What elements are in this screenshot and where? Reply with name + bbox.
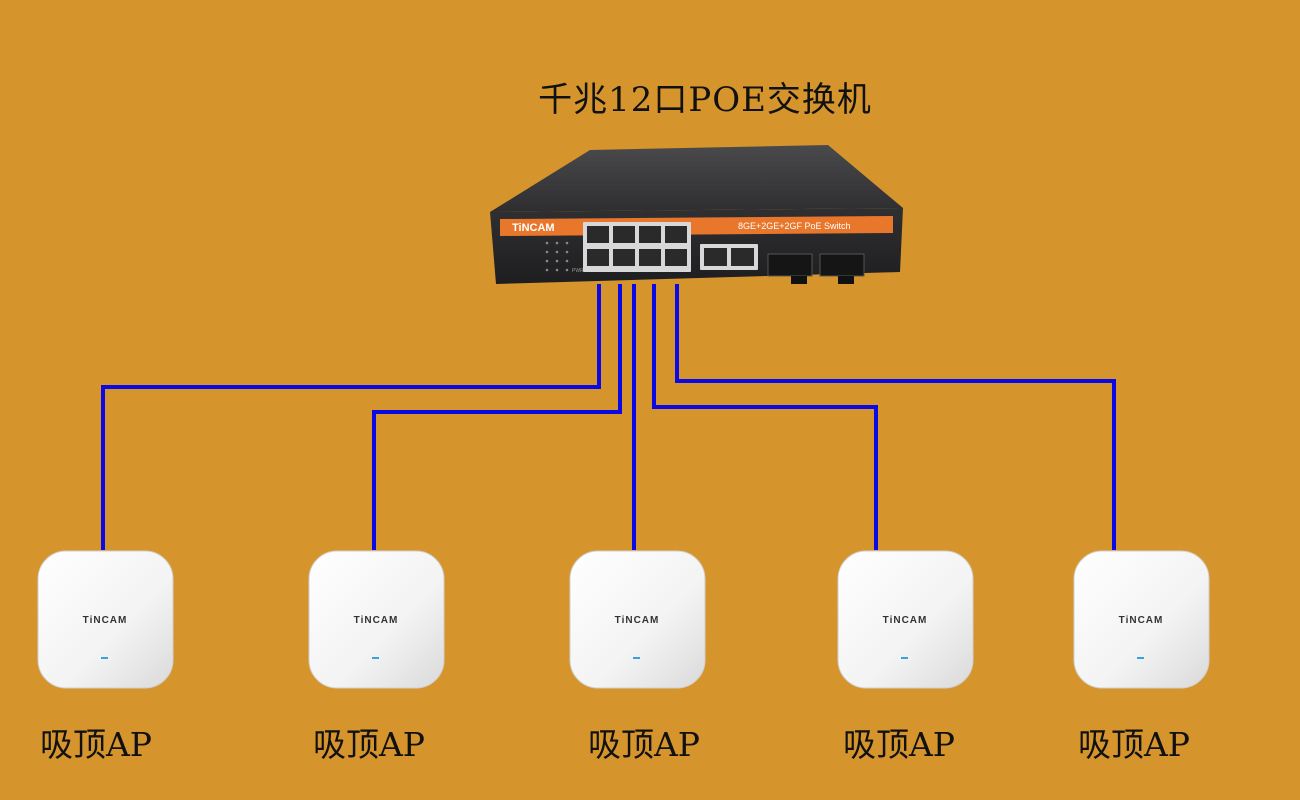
ap-led-2: [372, 657, 379, 659]
cable-to-ap-5: [675, 284, 1116, 550]
ap-led-1: [101, 657, 108, 659]
switch-pwr-label: PWR: [572, 268, 584, 274]
switch-led-panel: [545, 241, 569, 272]
switch-model-label: 8GE+2GE+2GF PoE Switch: [738, 221, 851, 231]
poe-port-6: [613, 249, 635, 266]
poe-port-block: [583, 222, 691, 272]
ap-label-4: 吸顶AP: [842, 725, 956, 764]
sfp-port-2: [819, 253, 865, 277]
poe-port-8: [665, 249, 687, 266]
switch-top: [490, 145, 903, 212]
cable-to-ap-4: [652, 284, 878, 550]
access-point-5: TiNCAM: [1073, 550, 1210, 689]
uplink-port-1: [704, 248, 727, 266]
ap-label-1: 吸顶AP: [39, 725, 153, 764]
sfp-port-block: [767, 253, 865, 284]
poe-port-7: [639, 249, 661, 266]
ap-label-5: 吸顶AP: [1077, 725, 1191, 764]
ap-brand-4: TiNCAM: [883, 615, 928, 626]
sfp-port-1: [767, 253, 813, 277]
cable-to-ap-2: [372, 284, 622, 550]
diagram-title: 千兆12口POE交换机: [538, 80, 872, 120]
poe-port-5: [587, 249, 609, 266]
ap-led-4: [901, 657, 908, 659]
access-point-1: TiNCAM: [37, 550, 174, 689]
ap-label-3: 吸顶AP: [587, 725, 701, 764]
ap-brand-3: TiNCAM: [615, 615, 660, 626]
access-point-3: TiNCAM: [569, 550, 706, 689]
poe-port-4: [665, 226, 687, 243]
ap-brand-1: TiNCAM: [83, 615, 128, 626]
cable-to-ap-1: [101, 284, 601, 550]
poe-port-1: [587, 226, 609, 243]
ap-led-5: [1137, 657, 1144, 659]
ap-brand-2: TiNCAM: [354, 615, 399, 626]
access-point-4: TiNCAM: [837, 550, 974, 689]
poe-port-2: [613, 226, 635, 243]
switch-brand: TiNCAM: [512, 222, 555, 234]
ap-brand-5: TiNCAM: [1119, 615, 1164, 626]
ap-led-3: [633, 657, 640, 659]
poe-switch: TiNCAM 8GE+2GE+2GF PoE Switch PWR: [490, 145, 903, 284]
cable-group: [101, 284, 1116, 550]
access-point-2: TiNCAM: [308, 550, 445, 689]
uplink-port-2: [731, 248, 754, 266]
ap-label-2: 吸顶AP: [312, 725, 426, 764]
poe-port-3: [639, 226, 661, 243]
uplink-port-block: [700, 244, 758, 270]
